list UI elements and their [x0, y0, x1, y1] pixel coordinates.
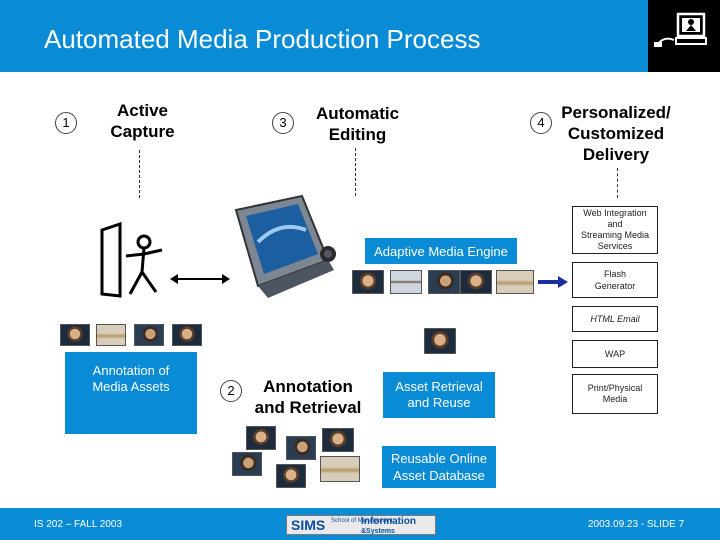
annotation-assets-line-1: Annotation of	[92, 363, 170, 378]
print-line-2: Media	[602, 394, 628, 404]
footer-slide-number: 2003.09.23 - SLIDE 7	[588, 519, 685, 530]
annotation-assets-box: Annotation of Media Assets	[65, 352, 197, 434]
header-bar	[0, 0, 720, 72]
step-3-number: 3	[272, 112, 294, 134]
dashed-connector-4	[617, 168, 618, 198]
step-2-label: Annotation and Retrieval	[246, 376, 370, 418]
capture-thumbnail-2	[96, 324, 126, 346]
asset-retrieval-box: Asset Retrieval and Reuse	[383, 372, 495, 418]
dashed-connector-1	[139, 150, 140, 198]
capture-thumbnail-1	[60, 324, 90, 346]
html-email-label: HTML Email	[590, 314, 640, 324]
stick-figure-icon	[98, 221, 168, 302]
step-1-number: 1	[55, 112, 77, 134]
wap-label: WAP	[604, 349, 626, 359]
web-line-1: Web Integration	[583, 208, 647, 218]
adaptive-media-engine-label: Adaptive Media Engine	[374, 243, 508, 259]
step-2-line-2: and Retrieval	[254, 398, 362, 417]
web-line-4: Services	[597, 241, 633, 251]
bidirectional-arrow-icon	[170, 274, 230, 284]
sims-logo-small: School of Management	[331, 518, 393, 525]
reusable-db-line-2: Asset Database	[393, 468, 485, 483]
step-1-line-2: Capture	[110, 122, 175, 141]
step-1-line-1: Active	[116, 101, 169, 120]
engine-thumbnail-5	[496, 270, 534, 294]
flash-line-1: Flash	[603, 269, 626, 279]
db-thumbnail-4	[232, 452, 262, 476]
wap-box: WAP	[572, 340, 658, 368]
capture-thumbnail-3	[134, 324, 164, 346]
engine-thumbnail-3	[428, 270, 460, 294]
print-line-1: Print/Physical	[587, 383, 643, 393]
step-3-line-2: Editing	[328, 125, 387, 144]
sims-logo-big-2: &Systems	[361, 528, 395, 535]
step-4-line-1: Personalized/	[561, 103, 671, 122]
print-media-box: Print/Physical Media	[572, 374, 658, 414]
asset-retrieval-line-1: Asset Retrieval	[395, 379, 483, 394]
sims-logo-big: Information &Systems	[361, 517, 435, 536]
flash-generator-box: Flash Generator	[572, 262, 658, 298]
reusable-database-box: Reusable Online Asset Database	[382, 446, 496, 488]
sims-logo-text: SIMS	[291, 517, 326, 533]
page-title: Automated Media Production Process	[44, 24, 481, 54]
footer-course: IS 202 – FALL 2003	[34, 519, 123, 530]
flash-line-2: Generator	[594, 281, 636, 291]
step-4-line-3: Delivery	[582, 145, 650, 164]
step-2-number: 2	[220, 380, 242, 402]
db-thumbnail-6	[320, 456, 360, 482]
capture-thumbnail-4	[172, 324, 202, 346]
step-3-line-1: Automatic	[315, 104, 400, 123]
computer-logo-icon	[648, 0, 720, 72]
annotation-assets-line-2: Media Assets	[92, 379, 170, 394]
step-4-number: 4	[530, 112, 552, 134]
step-1-label: Active Capture	[95, 100, 190, 142]
engine-thumbnail-2	[390, 270, 422, 294]
db-thumbnail-2	[286, 436, 316, 460]
web-integration-box: Web Integration and Streaming Media Serv…	[572, 206, 658, 254]
sims-logo: SIMS School of Management Information &S…	[286, 515, 436, 535]
step-4-label: Personalized/ Customized Delivery	[556, 102, 676, 165]
sims-logo-small-1: School of	[331, 518, 357, 524]
step-2-line-1: Annotation	[263, 377, 353, 396]
sims-logo-small-2: Management	[357, 518, 393, 524]
asset-retrieval-line-2: and Reuse	[407, 395, 471, 410]
reusable-db-line-1: Reusable Online	[390, 451, 488, 466]
engine-thumbnail-4	[460, 270, 492, 294]
adaptive-media-engine-box: Adaptive Media Engine	[365, 238, 517, 264]
retrieval-thumbnail	[424, 328, 456, 354]
web-line-2: and	[607, 219, 623, 229]
db-thumbnail-1	[246, 426, 276, 450]
db-thumbnail-5	[276, 464, 306, 488]
web-line-3: Streaming Media	[580, 230, 650, 240]
tablet-camera-icon	[228, 190, 348, 302]
delivery-arrow-icon	[538, 276, 568, 288]
engine-thumbnail-1	[352, 270, 384, 294]
db-thumbnail-3	[322, 428, 354, 452]
dashed-connector-3	[355, 148, 356, 196]
step-3-label: Automatic Editing	[305, 103, 410, 145]
sims-logo-big-1: Information	[361, 516, 416, 527]
html-email-box: HTML Email	[572, 306, 658, 332]
step-4-line-2: Customized	[567, 124, 665, 143]
